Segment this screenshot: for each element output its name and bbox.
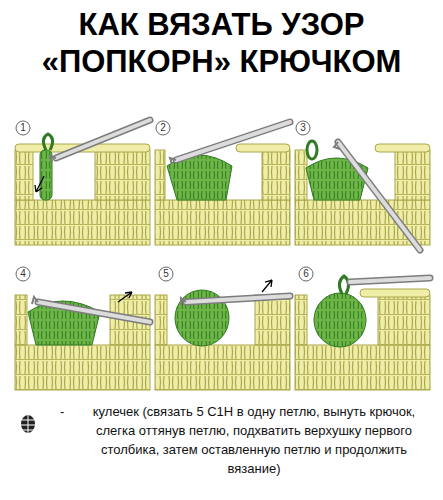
title: КАК ВЯЗАТЬ УЗОР «ПОПКОРН» КРЮЧКОМ bbox=[11, 6, 432, 80]
callout-number: 6 bbox=[299, 267, 313, 281]
callout-number: 5 bbox=[159, 267, 173, 281]
number-circles bbox=[16, 121, 313, 281]
panel-2 bbox=[155, 122, 290, 245]
bug-icon bbox=[21, 415, 35, 433]
panel-3 bbox=[295, 141, 430, 250]
panel-1 bbox=[15, 120, 150, 245]
panel-6 bbox=[295, 276, 430, 390]
callout-number: 2 bbox=[156, 121, 170, 135]
callout-number: 1 bbox=[16, 121, 30, 135]
caption: кулечек (связать 5 С1Н в одну петлю, вын… bbox=[74, 402, 434, 478]
callout-number: 4 bbox=[16, 267, 30, 281]
panel-4 bbox=[15, 292, 150, 390]
panel-5 bbox=[155, 280, 290, 390]
bullet-dash: - bbox=[60, 402, 64, 421]
callout-number: 3 bbox=[296, 121, 310, 135]
